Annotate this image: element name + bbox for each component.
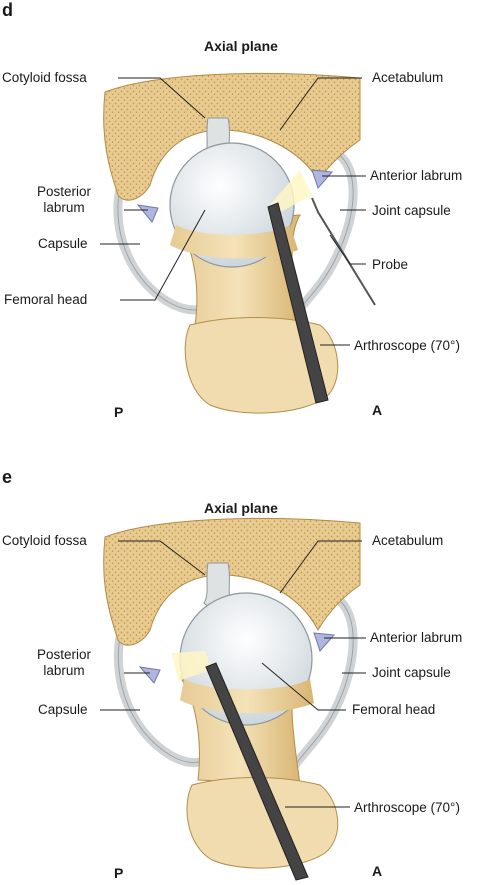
panel-title: Axial plane	[204, 38, 278, 54]
label-arthroscope: Arthroscope (70°)	[354, 800, 460, 815]
label-arthroscope: Arthroscope (70°)	[354, 338, 460, 353]
panel-letter: e	[2, 467, 13, 487]
arthroscope-shaft	[267, 202, 329, 404]
arthroscope-shaft	[205, 662, 309, 881]
label-anterior-labrum: Anterior labrum	[370, 168, 463, 183]
label-posterior-labrum: Posterior labrum	[36, 647, 92, 678]
anterior-labrum-shape	[311, 169, 334, 189]
label-joint-capsule: Joint capsule	[372, 203, 451, 218]
label-acetabulum: Acetabulum	[372, 70, 444, 85]
anterior-labrum-shape	[313, 632, 336, 652]
label-joint-capsule: Joint capsule	[372, 665, 451, 680]
direction-anterior: A	[372, 863, 383, 879]
label-femoral-head: Femoral head	[4, 292, 88, 307]
label-acetabulum: Acetabulum	[372, 533, 444, 548]
panel-letter: d	[2, 0, 13, 20]
label-capsule: Capsule	[38, 702, 88, 717]
label-posterior-labrum: Posterior labrum	[36, 184, 92, 215]
label-cotyloid-fossa: Cotyloid fossa	[2, 533, 87, 548]
probe-shape	[311, 197, 376, 306]
acetabulum-bone	[103, 517, 361, 646]
label-probe: Probe	[372, 257, 409, 272]
label-femoral-head: Femoral head	[352, 702, 436, 717]
panel-d: d Axial plane Cotyloid fossa Acetabulum …	[0, 0, 483, 440]
panel-title: Axial plane	[204, 500, 278, 516]
direction-anterior: A	[372, 402, 383, 418]
posterior-labrum-shape	[138, 666, 161, 684]
direction-posterior: P	[114, 404, 124, 420]
diagram-e	[100, 517, 366, 881]
trochanter	[186, 777, 339, 869]
label-capsule: Capsule	[38, 236, 88, 251]
acetabulum-bone	[103, 72, 361, 201]
diagram-d	[100, 72, 376, 414]
label-anterior-labrum: Anterior labrum	[370, 630, 463, 645]
panel-e: e Axial plane Cotyloid fossa Acetabulum …	[0, 445, 483, 885]
direction-posterior: P	[114, 865, 124, 881]
posterior-labrum-shape	[136, 204, 159, 223]
label-cotyloid-fossa: Cotyloid fossa	[2, 70, 87, 85]
